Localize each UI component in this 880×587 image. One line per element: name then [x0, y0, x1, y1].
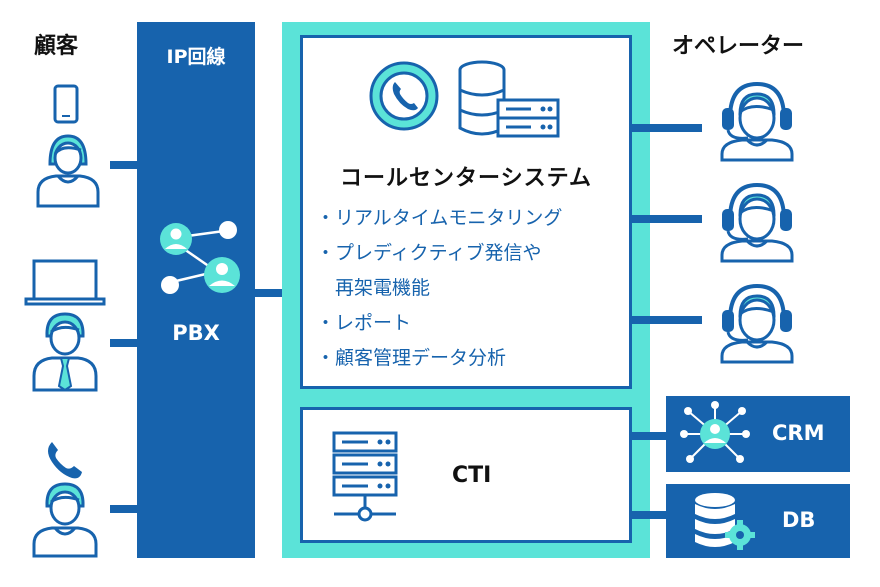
customer-phone-man-icon — [32, 442, 98, 558]
customers-heading: 顧客 — [34, 34, 79, 59]
customer-smartphone-woman-icon — [36, 84, 100, 208]
operator-headset-icon — [720, 182, 794, 263]
connector-operator-2 — [632, 215, 702, 223]
feature-item: ・レポート — [316, 312, 412, 334]
operator-headset-icon — [720, 81, 794, 162]
operators-heading: オペレーター — [672, 34, 805, 59]
pbx-column — [137, 22, 255, 558]
database-gear-icon — [695, 493, 755, 550]
feature-item: ・プレディクティブ発信や — [316, 242, 542, 264]
feature-item: ・顧客管理データ分析 — [316, 347, 507, 369]
connector-db — [632, 511, 670, 519]
connector-customer-1 — [110, 161, 140, 169]
crm-label: CRM — [772, 421, 825, 445]
customer-laptop-man-icon — [24, 259, 106, 392]
cti-label: CTI — [452, 463, 492, 488]
feature-item: 再架電機能 — [316, 277, 431, 299]
crm-network-icon — [680, 401, 750, 463]
connector-pbx-system — [255, 289, 285, 297]
call-center-system-title: コールセンターシステム — [340, 166, 592, 191]
server-icon — [332, 431, 398, 522]
connector-customer-2 — [110, 339, 140, 347]
pbx-network-icon — [160, 221, 240, 294]
connector-customer-3 — [110, 505, 140, 513]
phone-icon — [369, 61, 439, 131]
connector-crm — [632, 432, 670, 440]
pbx-label: PBX — [172, 321, 220, 345]
db-label: DB — [782, 508, 816, 532]
ip-line-label: IP回線 — [166, 46, 226, 68]
connector-operator-3 — [632, 316, 702, 324]
database-server-icon — [458, 60, 560, 138]
operator-headset-icon — [720, 283, 794, 364]
cti-box — [300, 407, 632, 543]
feature-item: ・リアルタイムモニタリング — [316, 207, 563, 229]
connector-operator-1 — [632, 124, 702, 132]
